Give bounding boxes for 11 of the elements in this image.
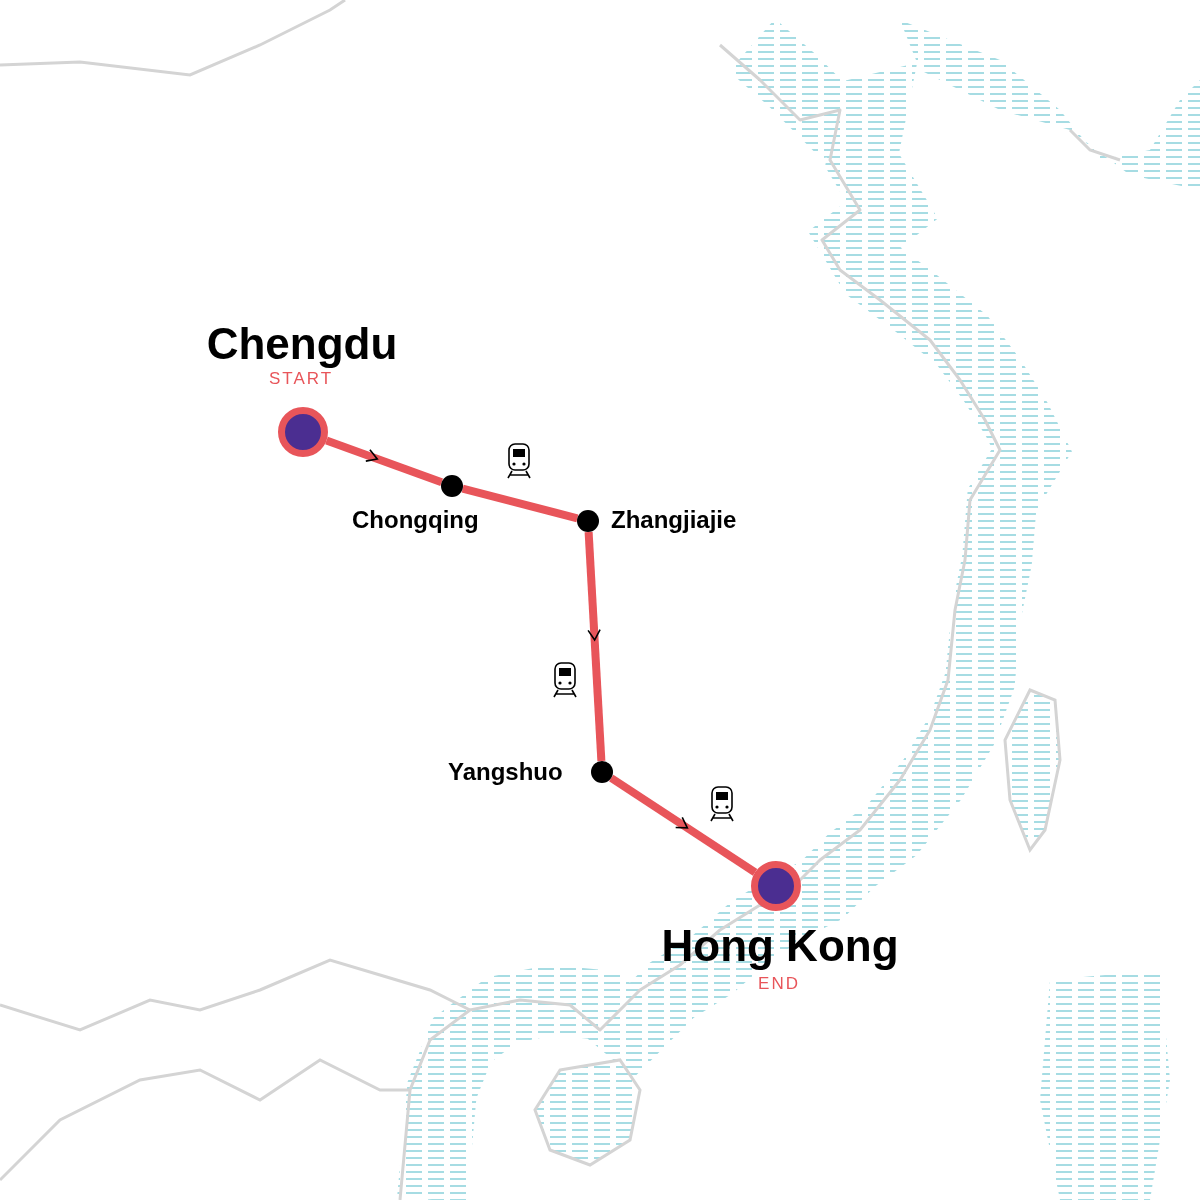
rail-route: [461, 484, 579, 523]
rail-route: [609, 774, 758, 876]
city-name: Zhangjiajie: [611, 507, 737, 534]
city-name: Hong Kong: [661, 922, 899, 971]
route-tag: START: [268, 370, 334, 389]
city-name: Yangshuo: [448, 759, 563, 786]
route-tag: END: [758, 975, 800, 994]
rail-route: [325, 436, 444, 486]
rail-route: [584, 531, 606, 762]
city-name: Chongqing: [352, 507, 479, 534]
city-name: Chengdu: [206, 320, 398, 369]
